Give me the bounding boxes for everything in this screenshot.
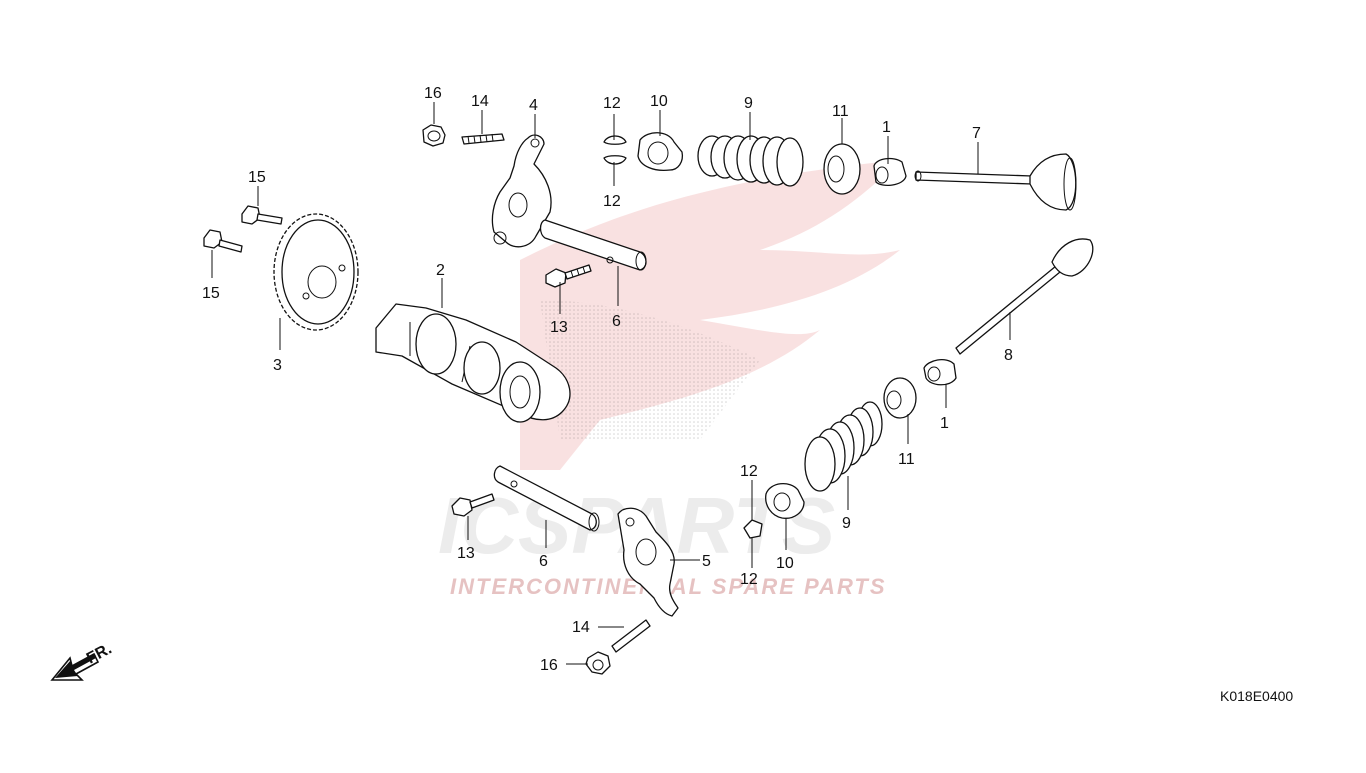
callout-1-top: 1 xyxy=(882,119,891,136)
bolt-lower-left xyxy=(203,229,243,253)
callout-12-a: 12 xyxy=(603,95,621,112)
valve-seal-lower xyxy=(765,483,805,519)
rocker-shaft-lower xyxy=(493,465,600,532)
spring-retainer-lower xyxy=(883,377,917,419)
callout-1-lower: 1 xyxy=(940,415,949,432)
spring-retainer-top xyxy=(823,143,861,195)
leader-lines xyxy=(211,102,1011,665)
camshaft xyxy=(375,303,571,423)
callout-13-top: 13 xyxy=(550,319,568,336)
valve-cotter-lower xyxy=(743,519,763,539)
valve-spring-lower xyxy=(804,401,883,492)
nut-part-top xyxy=(422,124,446,147)
bolt-upper-left xyxy=(241,205,283,225)
rocker-arm-lower xyxy=(617,507,679,617)
callout-15-lower: 15 xyxy=(202,285,220,302)
callout-10-lower: 10 xyxy=(776,555,794,572)
valve-cotter-top xyxy=(603,135,627,165)
callout-16-lower: 16 xyxy=(540,657,558,674)
nut-part-lower xyxy=(585,651,611,675)
callout-9-lower: 9 xyxy=(842,515,851,532)
rocker-shaft-top xyxy=(539,219,647,271)
stud-bolt-lower xyxy=(611,619,651,653)
callout-labels: 1 1 2 3 4 5 6 6 7 8 9 9 10 10 11 11 12 1… xyxy=(202,85,1013,674)
callout-8: 8 xyxy=(1004,347,1013,364)
callout-2: 2 xyxy=(436,262,445,279)
valve-spring-top xyxy=(697,135,804,187)
callout-12-b: 12 xyxy=(603,193,621,210)
callout-4: 4 xyxy=(529,97,538,114)
callout-14-lower: 14 xyxy=(572,619,590,636)
valve-adjuster-top xyxy=(873,157,907,187)
callout-11-top: 11 xyxy=(832,103,849,120)
bolt-lower xyxy=(451,493,495,517)
callout-9-top: 9 xyxy=(744,95,753,112)
callout-16-top: 16 xyxy=(424,85,442,102)
callout-11-lower: 11 xyxy=(898,451,915,468)
rocker-arm-top xyxy=(491,134,552,248)
callout-7: 7 xyxy=(972,125,981,142)
stud-bolt-top xyxy=(461,133,505,145)
exhaust-valve xyxy=(955,238,1094,355)
callout-6-top: 6 xyxy=(612,313,621,330)
callout-5: 5 xyxy=(702,553,711,570)
callout-14-top: 14 xyxy=(471,93,489,110)
intake-valve xyxy=(914,153,1077,211)
callout-6-lower: 6 xyxy=(539,553,548,570)
callout-12-d: 12 xyxy=(740,571,758,588)
valve-seal-top xyxy=(637,132,684,172)
diagram-code: K018E0400 xyxy=(1220,688,1293,704)
callout-13-lower: 13 xyxy=(457,545,475,562)
callout-3: 3 xyxy=(273,357,282,374)
callout-15-top: 15 xyxy=(248,169,266,186)
cam-sprocket xyxy=(273,213,359,331)
valve-adjuster-lower xyxy=(923,358,957,386)
callout-10-top: 10 xyxy=(650,93,668,110)
front-direction-indicator: FR. xyxy=(50,640,115,681)
callout-12-c: 12 xyxy=(740,463,758,480)
bolt-top xyxy=(545,264,592,288)
